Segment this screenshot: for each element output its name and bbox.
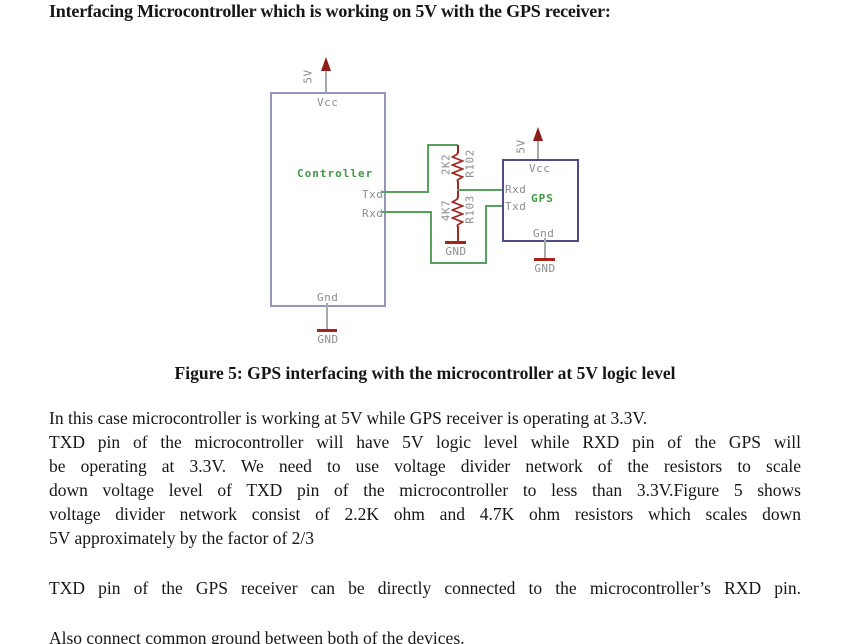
text-line: TXD pin of the GPS receiver can be direc…: [49, 578, 801, 598]
wire-rxd-v2: [485, 205, 487, 264]
controller-txd-pin-label: Txd: [362, 188, 384, 201]
controller-rxd-pin-label: Rxd: [362, 207, 384, 220]
controller-gnd-symbol-icon: [317, 329, 337, 332]
gps-5v-label: 5V: [514, 139, 528, 154]
wire-junction-to-gps-rxd: [457, 189, 502, 191]
gps-gnd-pin-label: Gnd: [533, 227, 555, 240]
gps-name-label: GPS: [531, 192, 554, 205]
body-paragraph-1: In this case microcontroller is working …: [49, 406, 801, 550]
page-title: Interfacing Microcontroller which is wor…: [49, 1, 611, 21]
resistor-r102-icon: [451, 152, 464, 182]
gps-vcc-pin-label: Vcc: [529, 162, 551, 175]
r102-lead-top: [457, 145, 459, 153]
wire-rxd-h1: [382, 211, 432, 213]
text-line: 5V approximately by the factor of 2/3: [49, 528, 315, 548]
wire-txd-v: [427, 144, 429, 193]
text-line: Also connect common ground between both …: [49, 628, 465, 644]
controller-5v-arrow-icon: [321, 57, 331, 71]
text-line: voltage divider network consist of 2.2K …: [49, 504, 801, 524]
figure-caption: Figure 5: GPS interfacing with the micro…: [174, 363, 676, 383]
wire-rxd-h2: [430, 262, 487, 264]
divider-gnd-symbol-icon: [445, 241, 466, 244]
controller-5v-label: 5V: [301, 69, 315, 84]
wire-txd-h2: [427, 144, 458, 146]
body-paragraph-2: TXD pin of the GPS receiver can be direc…: [49, 576, 801, 600]
gps-rxd-pin-label: Rxd: [505, 183, 527, 196]
gps-box: [502, 159, 579, 242]
gps-gnd-label: GND: [534, 262, 556, 275]
text-line: In this case microcontroller is working …: [49, 408, 648, 428]
text-line: TXD pin of the microcontroller will have…: [49, 432, 801, 452]
r102-ref-label: R102: [463, 149, 477, 178]
controller-gnd-stub: [326, 303, 328, 330]
text-line: be operating at 3.3V. We need to use vol…: [49, 456, 801, 476]
gps-gnd-symbol-icon: [534, 258, 555, 261]
wire-rxd-v1: [430, 211, 432, 264]
controller-vcc-stub: [325, 70, 327, 92]
gps-vcc-stub: [537, 139, 539, 159]
wire-rxd-h3: [485, 205, 502, 207]
gps-gnd-stub: [544, 238, 546, 259]
r102-value-label: 2K2: [439, 153, 453, 176]
resistor-r103-icon: [451, 197, 464, 227]
controller-gnd-label: GND: [317, 333, 339, 346]
controller-gnd-pin-label: Gnd: [317, 291, 339, 304]
r103-ref-label: R103: [463, 195, 477, 224]
r103-lead-bottom: [457, 226, 459, 242]
controller-vcc-pin-label: Vcc: [317, 96, 339, 109]
controller-box: [270, 92, 386, 307]
text-line: down voltage level of TXD pin of the mic…: [49, 480, 801, 500]
gps-txd-pin-label: Txd: [505, 200, 527, 213]
gps-5v-arrow-icon: [533, 127, 543, 141]
divider-gnd-label: GND: [445, 245, 467, 258]
r103-value-label: 4K7: [439, 199, 453, 222]
wire-txd-h1: [382, 191, 428, 193]
controller-name-label: Controller: [297, 167, 374, 180]
body-paragraph-3: Also connect common ground between both …: [49, 626, 801, 644]
